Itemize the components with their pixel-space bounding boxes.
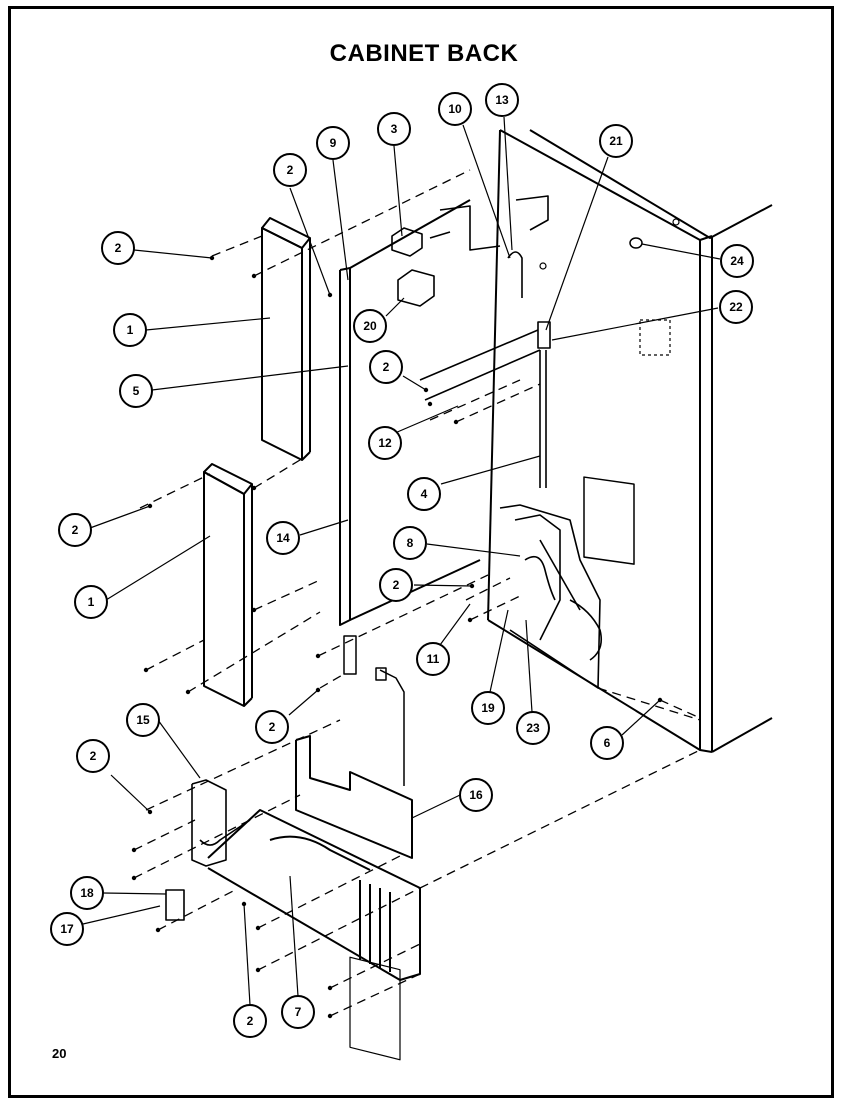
callout-label: 19 bbox=[481, 701, 495, 715]
callout-12: 12 bbox=[368, 426, 402, 460]
bottom-cover-panel bbox=[295, 735, 413, 859]
callout-label: 1 bbox=[127, 323, 134, 337]
callout-2: 2 bbox=[233, 1004, 267, 1038]
wire-harness bbox=[343, 635, 405, 786]
callout-1: 1 bbox=[74, 585, 108, 619]
callout-label: 23 bbox=[526, 721, 540, 735]
callout-label: 7 bbox=[295, 1005, 302, 1019]
callout-4: 4 bbox=[407, 477, 441, 511]
screws bbox=[131, 255, 663, 1019]
control-components bbox=[391, 205, 501, 307]
callout-label: 2 bbox=[90, 749, 97, 763]
inner-liner-panel bbox=[339, 199, 481, 626]
callout-label: 14 bbox=[276, 531, 290, 545]
callout-7: 7 bbox=[281, 995, 315, 1029]
callout-label: 2 bbox=[287, 163, 294, 177]
callout-label: 2 bbox=[269, 720, 276, 734]
callout-label: 13 bbox=[495, 93, 509, 107]
callout-18: 18 bbox=[70, 876, 104, 910]
callout-16: 16 bbox=[459, 778, 493, 812]
cabinet-back-panel bbox=[487, 129, 773, 753]
callout-2: 2 bbox=[76, 739, 110, 773]
callout-label: 20 bbox=[363, 319, 377, 333]
callout-label: 11 bbox=[427, 652, 440, 666]
callout-label: 2 bbox=[393, 578, 400, 592]
leader-lines bbox=[82, 116, 721, 1006]
diagram-title: CABINET BACK bbox=[329, 40, 519, 67]
side-trim-upper bbox=[261, 217, 311, 461]
callout-22: 22 bbox=[719, 290, 753, 324]
callout-2: 2 bbox=[101, 231, 135, 265]
callout-label: 16 bbox=[469, 788, 483, 802]
machine-compartment-bracket bbox=[165, 779, 251, 921]
callout-label: 3 bbox=[391, 122, 398, 136]
callout-8: 8 bbox=[393, 526, 427, 560]
callout-label: 2 bbox=[247, 1014, 254, 1028]
callout-24: 24 bbox=[720, 244, 754, 278]
callout-label: 4 bbox=[421, 487, 428, 501]
callout-20: 20 bbox=[353, 309, 387, 343]
callout-2: 2 bbox=[58, 513, 92, 547]
callout-label: 10 bbox=[448, 102, 462, 116]
callout-13: 13 bbox=[485, 83, 519, 117]
callout-2: 2 bbox=[369, 350, 403, 384]
callout-label: 21 bbox=[609, 134, 623, 148]
callout-label: 9 bbox=[330, 136, 337, 150]
callout-15: 15 bbox=[126, 703, 160, 737]
callout-2: 2 bbox=[273, 153, 307, 187]
callout-label: 1 bbox=[88, 595, 95, 609]
callout-6: 6 bbox=[590, 726, 624, 760]
callout-label: 8 bbox=[407, 536, 414, 550]
callout-14: 14 bbox=[266, 521, 300, 555]
callout-label: 22 bbox=[729, 300, 743, 314]
access-panel-cutout bbox=[499, 504, 603, 689]
callout-label: 18 bbox=[80, 886, 94, 900]
callout-5: 5 bbox=[119, 374, 153, 408]
callout-label: 12 bbox=[378, 436, 392, 450]
callout-label: 17 bbox=[60, 922, 74, 936]
callout-3: 3 bbox=[377, 112, 411, 146]
callout-1: 1 bbox=[113, 313, 147, 347]
callout-17: 17 bbox=[50, 912, 84, 946]
callout-2: 2 bbox=[255, 710, 289, 744]
rear-grille-panel bbox=[207, 809, 421, 1061]
callout-label: 2 bbox=[383, 360, 390, 374]
callout-21: 21 bbox=[599, 124, 633, 158]
callout-9: 9 bbox=[316, 126, 350, 160]
callout-11: 11 bbox=[416, 642, 450, 676]
callout-label: 2 bbox=[72, 523, 79, 537]
callout-label: 24 bbox=[730, 254, 744, 268]
assembly-lines bbox=[133, 169, 701, 1017]
drain-tubes bbox=[419, 195, 551, 488]
callout-label: 5 bbox=[133, 384, 140, 398]
side-trim-lower bbox=[203, 463, 253, 707]
callout-2: 2 bbox=[379, 568, 413, 602]
page-number: 20 bbox=[52, 1046, 67, 1061]
callouts: 2 1 5 2 1 2 15 18 17 2 7 2 9 3 20 10 13 … bbox=[50, 83, 754, 1038]
callout-label: 2 bbox=[115, 241, 122, 255]
callout-19: 19 bbox=[471, 691, 505, 725]
callout-label: 6 bbox=[604, 736, 611, 750]
callout-label: 15 bbox=[136, 713, 150, 727]
callout-23: 23 bbox=[516, 711, 550, 745]
callout-10: 10 bbox=[438, 92, 472, 126]
